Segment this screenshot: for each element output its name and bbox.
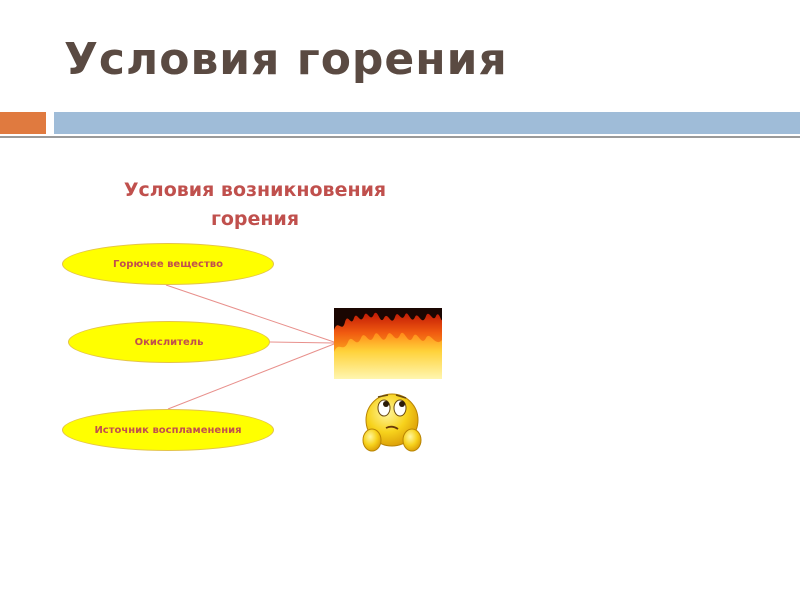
- connector-fuel: [165, 284, 335, 343]
- condition-fuel-label: Горючее вещество: [113, 258, 223, 270]
- diagram-heading-line-1: Условия возникновения: [123, 179, 387, 201]
- diagram-heading-line-2: горения: [210, 208, 300, 230]
- connector-ignition: [167, 343, 335, 410]
- thinking-smiley-icon: [362, 393, 422, 452]
- fire-image: [334, 308, 442, 379]
- slide-title: Условия горения: [64, 34, 508, 85]
- condition-ignition-label: Источник воспламенения: [94, 424, 242, 436]
- header-accent-blue-bar: [54, 112, 800, 134]
- header-divider-line: [0, 136, 800, 138]
- connector-oxidizer: [269, 341, 335, 344]
- condition-oxidizer-ellipse: Окислитель: [68, 321, 270, 363]
- header-accent-orange-bar: [0, 112, 46, 134]
- condition-ignition-ellipse: Источник воспламенения: [62, 409, 274, 451]
- diagram-heading: Условия возникновения горения: [80, 176, 430, 234]
- condition-oxidizer-label: Окислитель: [134, 336, 204, 348]
- condition-fuel-ellipse: Горючее вещество: [62, 243, 274, 285]
